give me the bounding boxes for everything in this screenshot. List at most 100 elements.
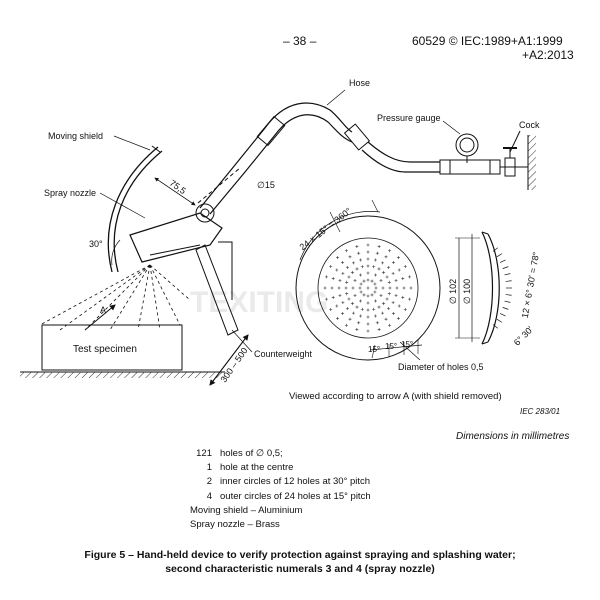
diameter-100: ∅ 100 [462,278,473,305]
nozzle-hole [374,258,378,262]
moving-shield [107,145,163,273]
nozzle-hole [366,250,370,254]
nozzle-hole [345,280,349,284]
nozzle-hole [366,308,370,312]
nozzle-hole [391,261,395,265]
profile-tick [502,307,509,310]
nozzle-hole [336,316,340,320]
profile-tick [496,253,503,258]
nozzle-hole [345,265,349,269]
nozzle-hole [381,286,385,290]
profile-tick [505,280,512,282]
label-viewed-arrow: Viewed according to arrow A (with shield… [289,391,502,402]
nozzle-hole [373,290,377,294]
nozzle-hole [350,270,354,274]
nozzle-hole [359,282,363,286]
nozzle-hole [373,282,377,286]
nozzle-hole [345,249,348,253]
nozzle-hole [335,268,339,272]
profile-tick [504,300,511,303]
nozzle-hole [388,286,392,290]
nozzle-hole [382,302,386,306]
nozzle-hole [387,280,391,284]
nozzle-hole [323,286,327,290]
nozzle-hole [338,294,342,298]
label-test-specimen: Test specimen [73,344,137,355]
nozzle-hole [381,261,384,265]
diameter-102: ∅ 102 [448,278,459,305]
nozzle-hole [375,251,379,255]
counterweight [195,241,239,336]
profile-tick [496,318,503,323]
nozzle-hole [329,265,333,268]
nozzle-hole [387,292,391,296]
label-counterweight: Counterweight [254,349,313,359]
nozzle-hole [355,267,359,271]
nozzle-hole [357,321,361,325]
nozzle-hole [391,311,395,315]
nozzle-face-view [295,199,480,361]
nozzle-hole [357,251,361,255]
profile-tick [499,313,506,317]
nozzle-hole [345,292,349,296]
nozzle-hole [388,249,391,253]
nozzle-hole [352,311,355,315]
nozzle-hole [324,275,328,279]
nozzle-hole [366,278,370,282]
nozzle-hole [358,286,362,290]
nozzle-hole [397,268,401,272]
note-row: Moving shield – Aluminium [190,504,303,516]
nozzle-hole [352,261,355,265]
profile-tick [502,266,509,269]
profile-tick [505,294,512,296]
standard-amendment: +A2:2013 [522,48,574,62]
dimension-diameter-15: ∅15 [257,180,275,190]
nozzle-hole [401,277,405,281]
nozzle-hole [408,275,412,279]
nozzle-hole [379,279,383,282]
nozzle-hole [397,304,401,308]
nozzle-hole [381,311,384,315]
nozzle-hole [385,275,389,279]
nozzle-hole [379,294,383,297]
nozzle-hole [374,299,377,303]
nozzle-hole [374,273,377,277]
nozzle-hole [396,316,400,320]
pressure-gauge-icon [439,133,501,175]
label-pressure-gauge: Pressure gauge [377,113,441,123]
nozzle-hole [359,290,363,294]
nozzle-hole [358,258,362,262]
nozzle-hole [382,270,386,274]
nozzle-hole [366,322,370,326]
nozzle-hole [362,279,366,283]
nozzle-hole [360,307,364,311]
nozzle-hole [377,305,381,309]
nozzle-hole [391,301,395,304]
nozzle-side-profile [481,231,512,345]
nozzle-hole [374,314,378,318]
nozzle-hole [341,272,345,275]
arrow-a-label: A [100,305,107,315]
nozzle-hole [374,286,378,290]
nozzle-hole [345,323,348,327]
nozzle-hole [366,294,370,298]
pitch-15-a: 15° [368,345,381,354]
nozzle-hole [402,286,406,290]
page-number: – 38 – [283,34,317,48]
caption-line-1: Figure 5 – Hand-held device to verify pr… [84,549,516,561]
nozzle-hole [353,279,357,282]
nozzle-hole [401,295,405,299]
nozzle-hole [388,323,391,327]
hose-pipe [199,102,440,215]
pitch-15-c: 15° [401,340,414,349]
nozzle-hole [385,297,389,301]
arrow-a-indicator [84,304,116,331]
nozzle-hole [384,255,388,259]
nozzle-hole [335,304,339,308]
nozzle-hole [360,265,364,269]
nozzle-hole [347,297,351,301]
